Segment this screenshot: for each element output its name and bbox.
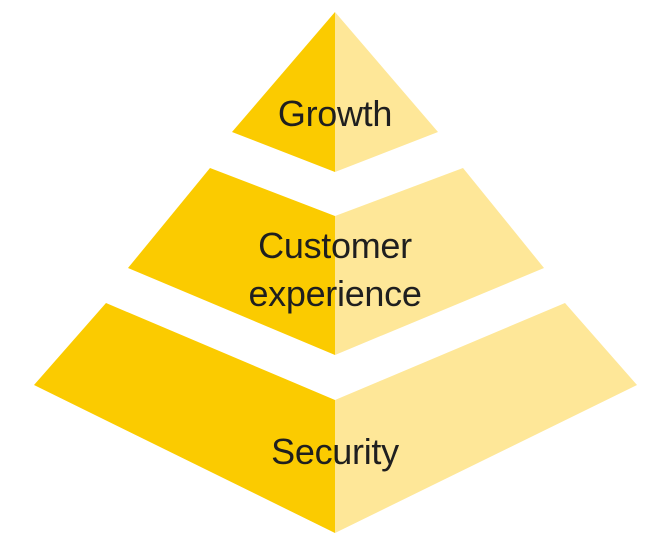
- tier-growth: [232, 12, 438, 172]
- tier-customer-experience: [128, 168, 544, 355]
- tier-growth-left-face: [232, 12, 335, 172]
- tier-growth-right-face: [335, 12, 438, 172]
- tier-label-customer-experience-line-2: experience: [248, 273, 422, 314]
- tier-customer-experience-left-face: [128, 168, 335, 355]
- tier-security-right-face: [335, 303, 637, 533]
- tier-label-growth-text: Growth: [277, 93, 393, 134]
- tier-label-customer-experience-line-1: Customer: [258, 225, 412, 266]
- tier-label-customer-experience: Customer experience: [0, 222, 670, 318]
- tier-label-growth: Growth: [0, 90, 670, 138]
- tier-label-security: Security: [0, 428, 670, 476]
- tier-security-left-face: [34, 303, 335, 533]
- tier-customer-experience-right-face: [335, 168, 544, 355]
- tier-security: [34, 303, 637, 533]
- tier-label-security-text: Security: [271, 431, 399, 472]
